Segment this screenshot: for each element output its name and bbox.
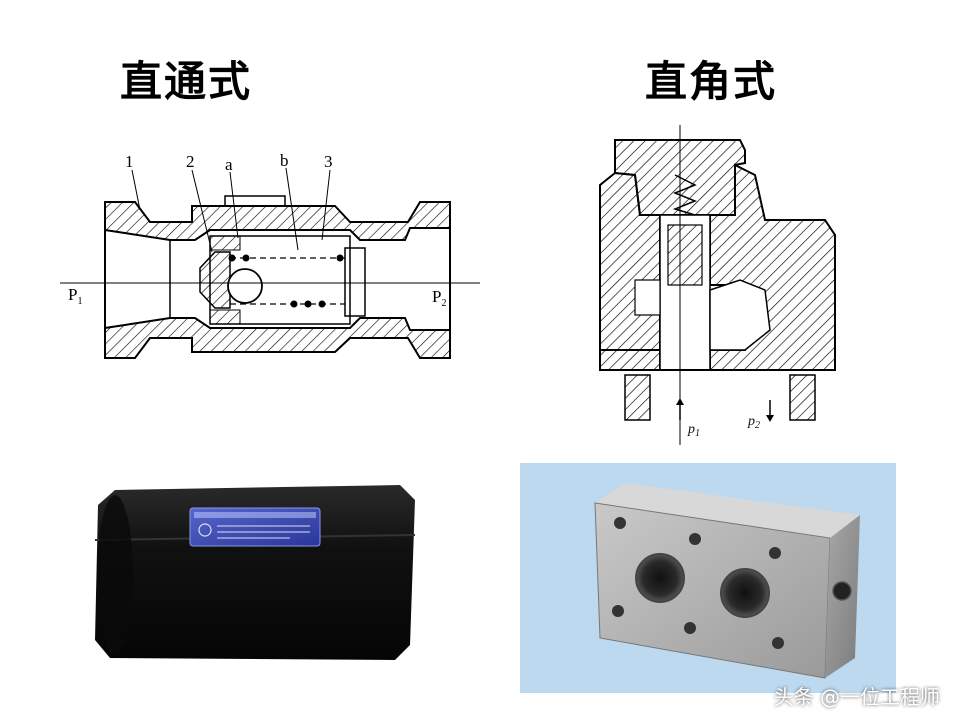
port-bore-right	[720, 568, 770, 618]
title-angle-type: 直角式	[645, 57, 778, 106]
valve-spool	[209, 235, 351, 325]
valve-cone	[199, 251, 231, 309]
callout-a: a	[225, 155, 233, 174]
spring	[672, 174, 698, 216]
inline-valve-photo	[94, 485, 416, 660]
angle-valve-photo	[520, 463, 896, 693]
port-p1-label: p1	[687, 422, 700, 439]
port-p2-label: P2	[432, 287, 446, 309]
callout-1: 1	[125, 152, 134, 171]
valve-body-top-wall	[104, 201, 451, 241]
port-p1-label: P1	[68, 285, 82, 307]
radial-hole	[227, 268, 263, 304]
callout-3: 3	[324, 152, 333, 171]
port-p2-fitting	[789, 374, 816, 421]
valve-body-bottom-wall	[104, 317, 451, 359]
inline-valve-section-drawing: 1 2 a b 3 P1 P2	[60, 151, 480, 359]
angle-valve-section-drawing: p1 p2	[599, 125, 836, 445]
outlet-passage	[709, 279, 771, 351]
port-p1-fitting	[624, 374, 651, 421]
port-bore-left	[635, 553, 685, 603]
callout-2: 2	[186, 152, 195, 171]
callout-b: b	[280, 151, 289, 170]
title-inline-type: 直通式	[120, 57, 253, 106]
nameplate	[189, 507, 321, 547]
port-p2-label: p2	[747, 414, 760, 431]
watermark: 头条 @一位工程师	[773, 685, 940, 709]
